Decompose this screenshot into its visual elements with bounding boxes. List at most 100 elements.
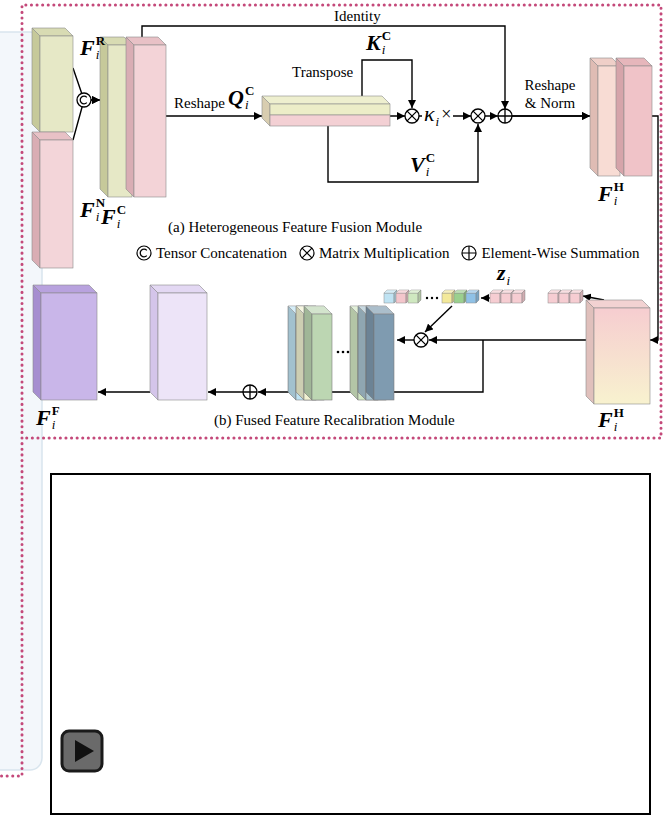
svg-shape [425, 306, 452, 332]
side-panel [0, 32, 42, 770]
svg-shape [408, 290, 421, 303]
svg-shape [347, 351, 350, 354]
subscript: i [507, 274, 511, 287]
module-caption: (a) Heterogeneous Feature Fusion Module [168, 218, 422, 236]
block-shape [590, 58, 652, 176]
matmul-symbol [405, 109, 419, 123]
svg-shape [590, 58, 598, 176]
svg-shape [137, 246, 151, 260]
index-stack: iC [245, 84, 254, 112]
index-stack: iF [52, 404, 60, 432]
svg-shape [463, 112, 471, 120]
svg-shape [40, 36, 73, 132]
legend-item: Element-Wise Summation [461, 244, 639, 262]
subscript: i [117, 217, 126, 231]
subscript: i [245, 98, 254, 112]
svg-shape [594, 308, 650, 404]
query-bar: QiC [262, 96, 390, 126]
svg-shape [429, 339, 586, 340]
svg-shape [150, 285, 207, 293]
block-shape [100, 37, 166, 197]
svg-shape [466, 290, 479, 303]
svg-shape [512, 290, 525, 303]
math-label: FiR [80, 34, 105, 62]
block-shape [586, 300, 650, 404]
svg-shape [397, 339, 414, 340]
operator-sign: × [441, 105, 451, 123]
svg-shape [498, 109, 512, 123]
legend-text: Tensor Concatenation [156, 244, 287, 262]
svg-shape [590, 58, 620, 66]
svg-shape [243, 385, 257, 399]
subscript: i [96, 48, 105, 62]
feature-block: FiN [32, 132, 73, 268]
symbol-main: F [598, 183, 613, 205]
module-caption: (b) Fused Feature Recalibration Module [214, 411, 455, 429]
block-shape [490, 290, 583, 306]
matmul-symbol [414, 333, 428, 347]
math-label: zi [497, 262, 510, 284]
subscript: i [436, 115, 440, 128]
svg-shape [126, 37, 134, 197]
subscript: i [382, 43, 391, 57]
superscript: F [52, 404, 60, 418]
play-triangle [75, 740, 94, 762]
svg-shape [208, 391, 243, 392]
svg-shape [397, 112, 405, 120]
symbol-main: V [410, 154, 425, 176]
block-shape [32, 132, 73, 268]
svg-shape [342, 351, 345, 354]
svg-shape [462, 246, 476, 260]
svg-shape [80, 96, 87, 104]
concat-symbol [77, 93, 91, 107]
channel-vector: zi [490, 290, 583, 306]
math-label: FiH [598, 406, 624, 434]
weight-vectors [384, 290, 479, 303]
legend-symbol [461, 245, 477, 261]
play-button [62, 731, 102, 771]
svg-shape [473, 111, 483, 121]
svg-shape [481, 297, 490, 298]
sum-symbol [498, 109, 512, 123]
svg-shape [40, 140, 73, 268]
svg-shape [140, 249, 147, 257]
video-box [51, 474, 650, 814]
superscript: C [245, 84, 254, 98]
svg-shape [490, 112, 498, 120]
recalibrated-block [150, 285, 207, 400]
math-label: QiC [228, 84, 254, 112]
svg-shape [337, 351, 340, 354]
svg-shape [454, 290, 467, 303]
symbol-main: F [598, 409, 613, 431]
block-shape [33, 285, 97, 400]
operation-label: Transpose [292, 63, 353, 81]
svg-shape [586, 300, 594, 404]
svg-shape [304, 306, 332, 400]
math-label: FiC [101, 203, 126, 231]
index-stack: iC [426, 151, 435, 179]
svg-shape [150, 285, 158, 400]
symbol-main: F [80, 199, 95, 221]
svg-shape [396, 290, 409, 303]
svg-shape [134, 45, 166, 197]
svg-shape [270, 115, 390, 126]
svg-shape [570, 290, 583, 303]
svg-shape [616, 58, 652, 66]
legend-item: Tensor Concatenation [136, 244, 287, 262]
svg-shape [300, 246, 314, 260]
connector-arrow [583, 296, 604, 300]
svg-shape [501, 101, 509, 109]
svg-shape [98, 391, 150, 392]
block-shape [262, 96, 390, 126]
legend-symbol [136, 245, 152, 261]
feature-block: FiC [100, 37, 166, 197]
svg-shape [384, 290, 397, 303]
symbol-main: κ [424, 103, 435, 125]
svg-shape [158, 293, 207, 400]
operation-label: Reshape & Norm [522, 76, 578, 112]
index-stack: iH [614, 180, 624, 208]
svg-shape [32, 28, 40, 132]
symbol-main: F [36, 407, 51, 429]
svg-shape [407, 111, 417, 121]
